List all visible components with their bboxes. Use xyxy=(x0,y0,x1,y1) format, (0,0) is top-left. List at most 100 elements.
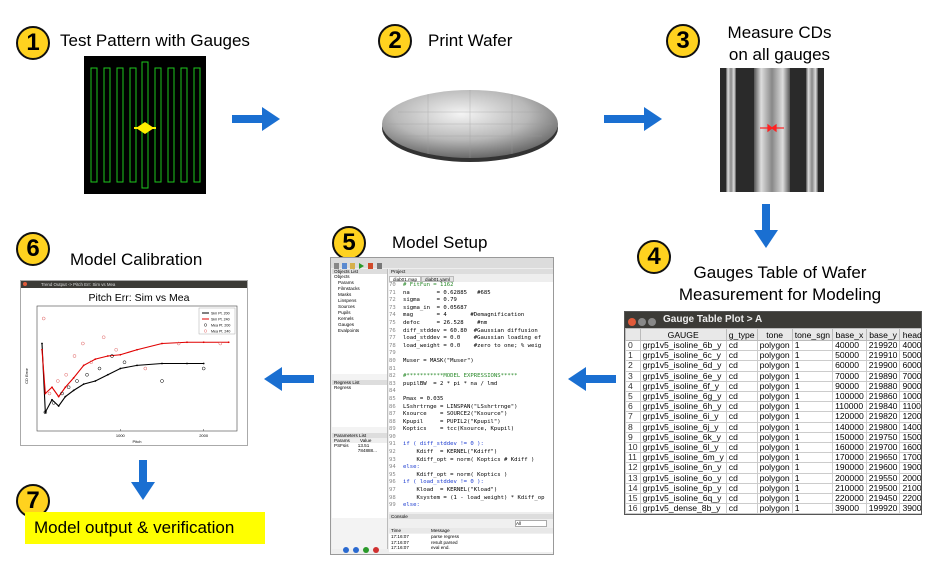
line-point xyxy=(161,342,163,345)
table-cell: 219910 xyxy=(865,350,901,362)
table-cell: 7 xyxy=(625,411,641,423)
line-point xyxy=(51,386,53,389)
table-cell: polygon xyxy=(756,513,793,514)
table-cell: 219800 xyxy=(865,421,901,433)
line-point xyxy=(72,376,75,379)
table-cell: polygon xyxy=(756,493,793,505)
table-cell: polygon xyxy=(756,391,793,403)
gauge-table-header[interactable]: base_y xyxy=(865,328,901,341)
gauge-table-header[interactable] xyxy=(625,328,641,341)
table-row[interactable]: 17grp1v5_dense_8c_ycdpolygon150000199910… xyxy=(625,513,921,514)
scatter-point xyxy=(43,410,48,414)
code-text: Koptics = tcc(Ksource, Kpupil) xyxy=(403,426,515,433)
tree-item[interactable]: Evalpoints xyxy=(338,328,360,333)
tree-item[interactable]: Sources xyxy=(338,304,355,309)
series-line xyxy=(41,343,204,415)
tree-item[interactable]: Params xyxy=(338,280,354,285)
x-tick-1000: 1000 xyxy=(116,433,126,438)
table-cell: 8 xyxy=(625,421,641,433)
window-controls[interactable] xyxy=(628,316,658,332)
table-cell: 1 xyxy=(791,380,834,393)
table-cell: polygon xyxy=(756,411,793,423)
line-point xyxy=(57,395,60,398)
tree-item[interactable]: Kernels xyxy=(338,316,354,321)
params-row-value[interactable]: 13.51 784888... xyxy=(357,443,377,453)
regress-item[interactable]: Regress xyxy=(332,385,387,427)
table-cell: 210000 xyxy=(832,482,867,495)
tree-item[interactable]: Objects xyxy=(334,274,350,279)
tree-item[interactable]: Linspens xyxy=(338,298,357,303)
scatter-point xyxy=(89,360,93,364)
line-point xyxy=(72,389,75,392)
file-tab-1[interactable]: diab01.map xyxy=(389,276,422,282)
params-buttons xyxy=(342,541,386,554)
code-text: load_stddev = 0.0 #Gaussian loading ef xyxy=(403,335,542,342)
table-cell: 1 xyxy=(791,431,834,444)
table-cell: 219550 xyxy=(865,472,901,484)
gauge-table-header[interactable]: head_x xyxy=(899,328,921,341)
line-point xyxy=(51,398,53,401)
line-number: 89 xyxy=(389,426,396,433)
tree-item[interactable]: Pupils xyxy=(338,310,351,315)
table-cell: grp1v5_isoline_6q_y xyxy=(639,493,727,505)
table-cell: cd xyxy=(725,339,758,352)
table-cell: polygon xyxy=(756,472,793,484)
gauge-table-header[interactable]: g_type xyxy=(725,328,758,341)
file-tab-2[interactable]: diab01.yaml xyxy=(421,276,454,282)
gauge-table-header[interactable]: tone_sgn xyxy=(791,328,834,341)
scatter-point xyxy=(110,354,114,358)
params-col-value: Value xyxy=(360,438,372,443)
line-number: 71 xyxy=(389,289,396,296)
line-point xyxy=(44,392,47,395)
scatter-point xyxy=(51,401,56,405)
code-line: 89 Koptics = tcc(Ksource, Kpupil) xyxy=(389,426,553,434)
tree-item[interactable]: Masks xyxy=(338,292,352,297)
scatter-point xyxy=(143,366,148,371)
console-message: parse regress xyxy=(431,534,460,539)
gauge-table-header[interactable]: base_x xyxy=(832,328,867,341)
table-cell: 9 xyxy=(625,431,641,444)
gauge-table-header[interactable]: tone xyxy=(756,328,793,341)
model-setup-toolbar xyxy=(331,258,553,269)
test-pattern-image xyxy=(84,56,206,194)
table-cell: grp1v5_dense_8c_y xyxy=(639,513,727,514)
table-cell: cd xyxy=(725,452,758,464)
table-cell: 10 xyxy=(625,442,641,454)
table-cell: 110000 xyxy=(832,401,867,413)
console-col-time: Time xyxy=(391,528,402,533)
tree-item[interactable]: Filmstacks xyxy=(338,286,360,291)
code-text: Kpupil = PUPIL2("Kpupil") xyxy=(403,418,501,425)
table-cell: cd xyxy=(725,401,758,413)
tree-item[interactable]: Gauges xyxy=(338,322,355,327)
code-line: 93 Kdiff_opt = norm( Koptics # Kdiff ) xyxy=(389,457,553,465)
arrow-6-to-7 xyxy=(131,460,155,500)
scatter-point xyxy=(47,391,52,396)
table-cell: 1 xyxy=(791,513,834,514)
code-text: Pmax = 0.035 xyxy=(403,395,444,402)
params-row-name[interactable]: PSFsis xyxy=(334,443,349,448)
table-cell: 219700 xyxy=(865,442,901,454)
line-number: 70 xyxy=(389,282,396,288)
console-filter[interactable]: All xyxy=(515,520,547,527)
table-cell: grp1v5_isoline_6f_y xyxy=(639,380,727,393)
